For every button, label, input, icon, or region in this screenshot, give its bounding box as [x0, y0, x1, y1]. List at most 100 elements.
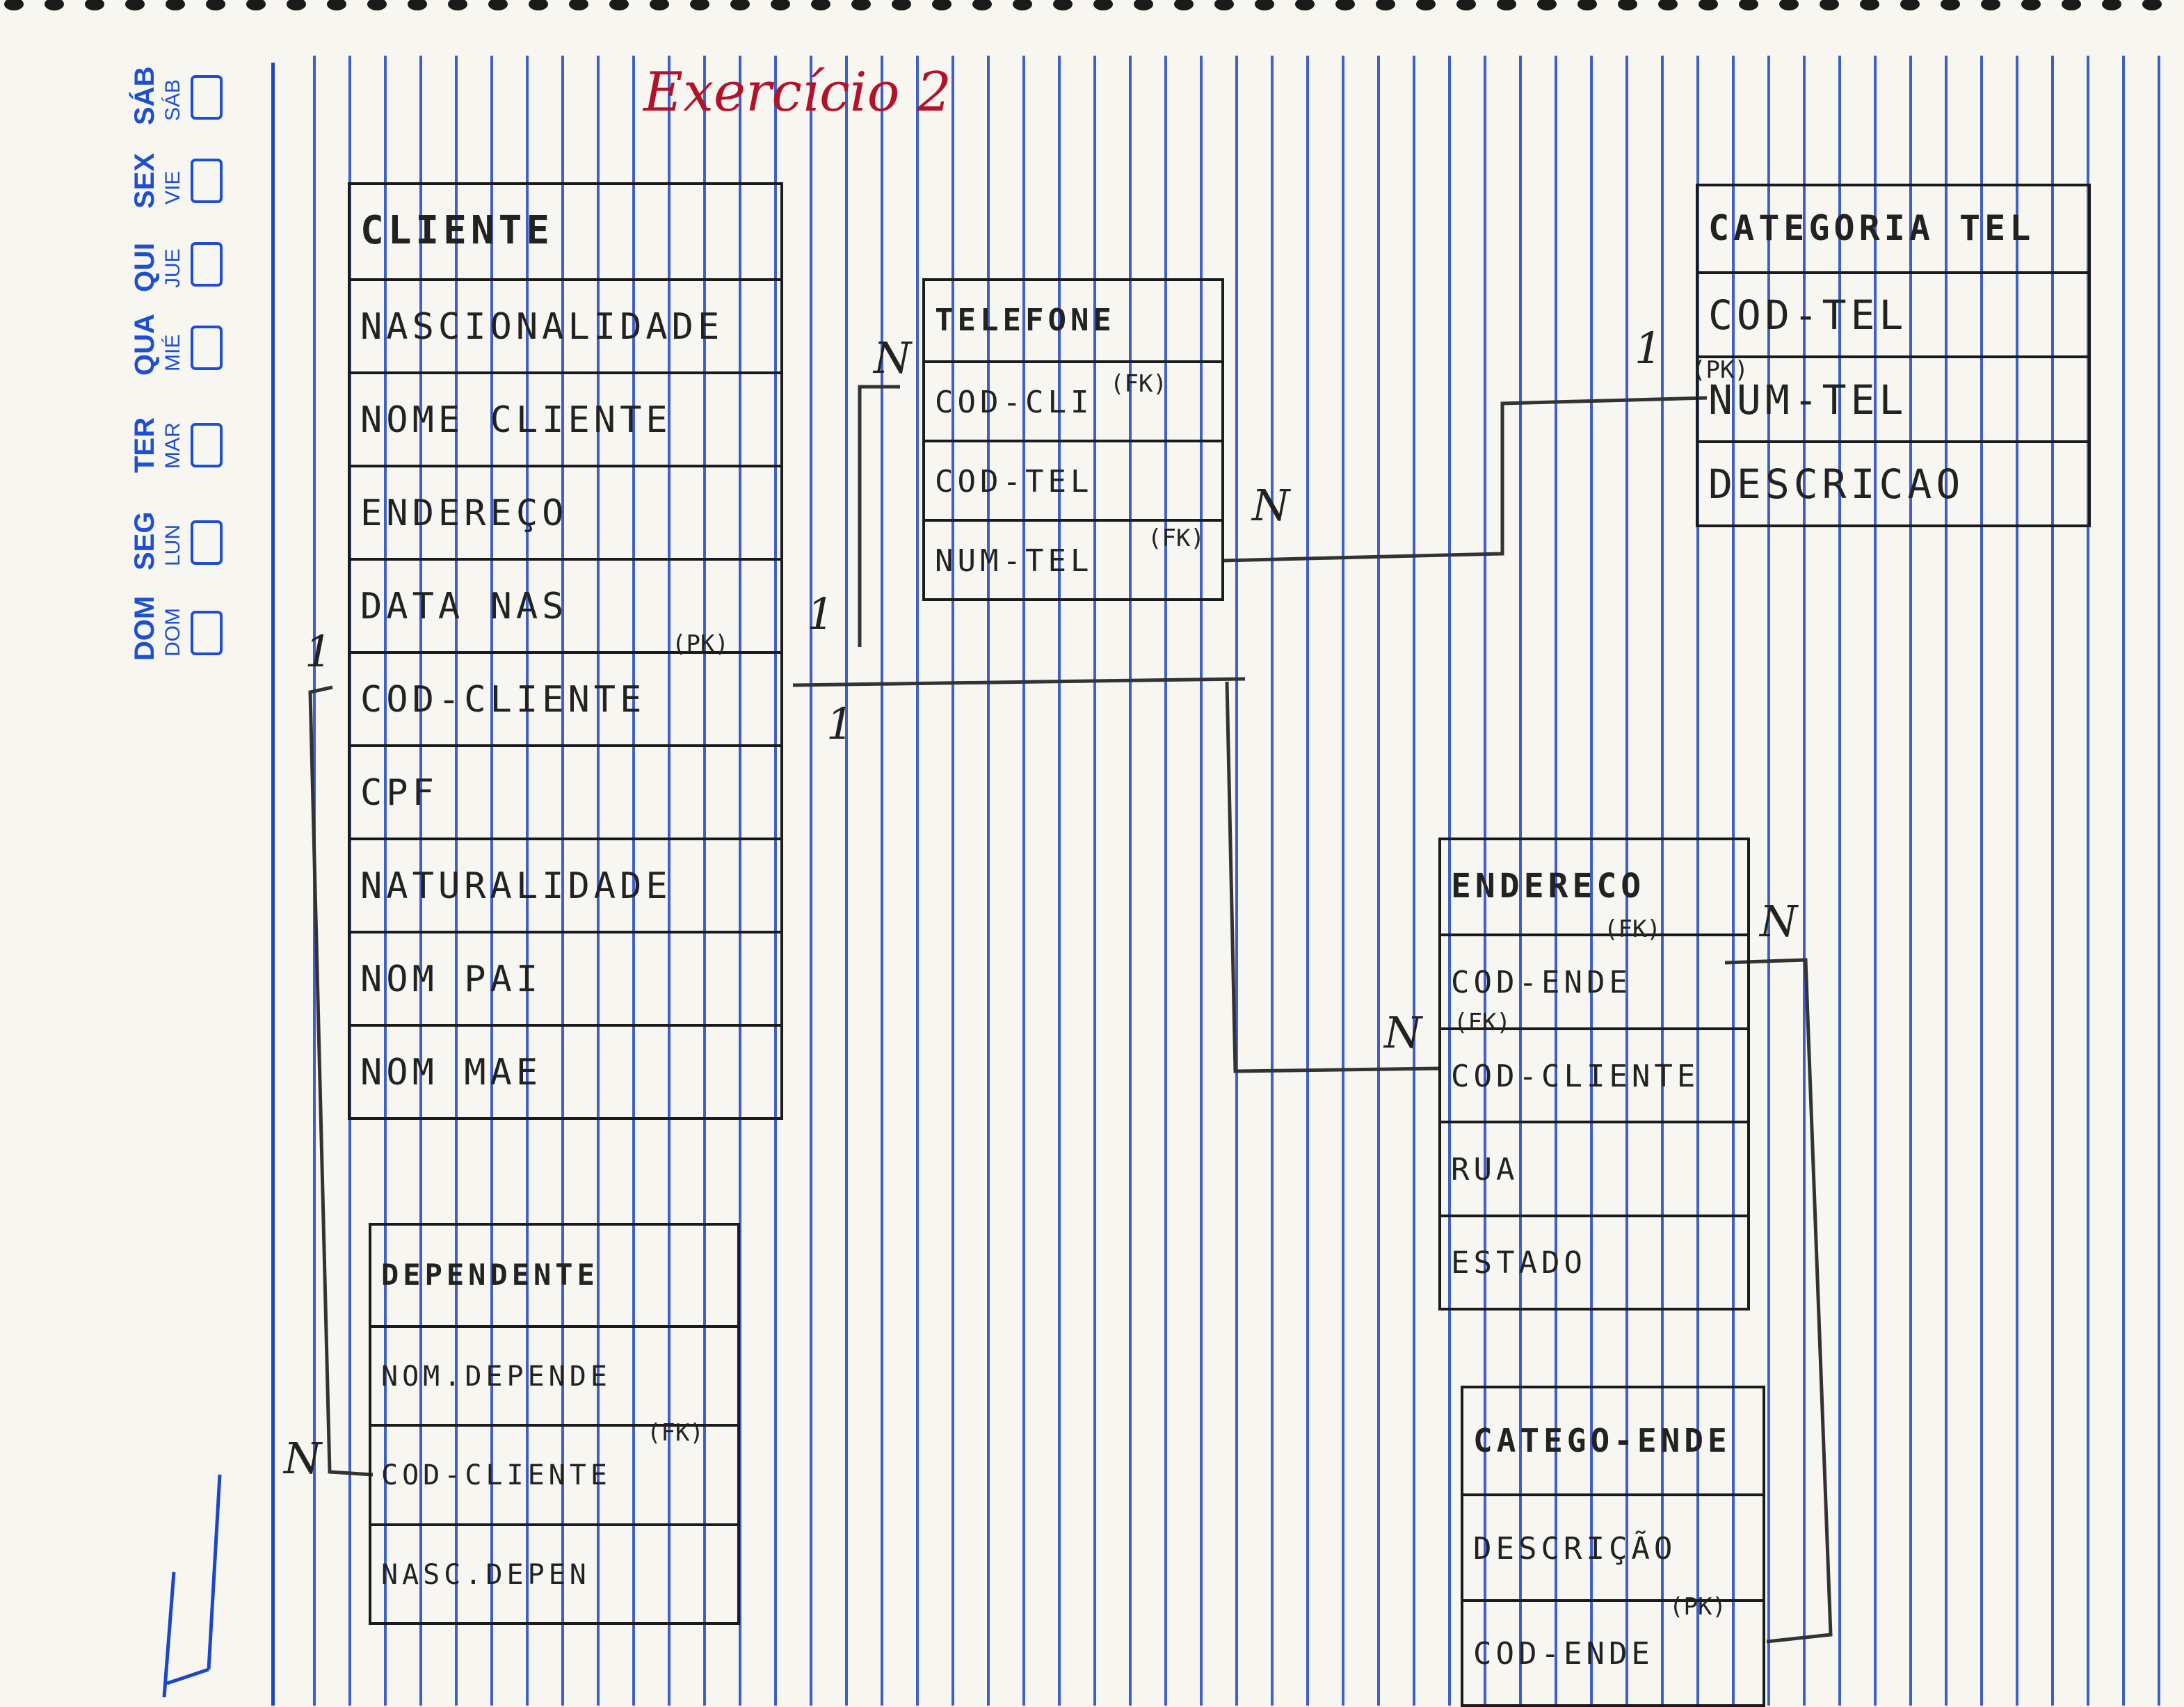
attribute-label: NUM-TEL: [1708, 376, 1908, 424]
ruled-line: [1874, 56, 1877, 1706]
ruled-line: [1590, 56, 1593, 1706]
ruled-line: [1306, 56, 1309, 1706]
entity-attribute-row: NOME CLIENTE: [351, 371, 780, 467]
weekday-checkbox[interactable]: [191, 242, 223, 287]
entity-attribute-row: NASCIONALIDADE: [351, 278, 780, 374]
spiral-hole: [1214, 0, 1234, 10]
spiral-hole: [1416, 0, 1436, 10]
categoria-tel-pk-tag: (PK): [1692, 356, 1749, 384]
spiral-hole: [1295, 0, 1315, 10]
ruled-line: [1022, 56, 1025, 1706]
margin-line: [271, 63, 275, 1706]
entity-title: ENDERECO: [1451, 867, 1646, 906]
weekday-checkbox[interactable]: [191, 520, 223, 565]
spiral-hole: [206, 0, 225, 10]
ruled-line: [2122, 56, 2125, 1706]
weekday-checkbox[interactable]: [191, 159, 223, 203]
spiral-hole: [1053, 0, 1073, 10]
ruled-line: [1058, 56, 1061, 1706]
spiral-hole: [771, 0, 790, 10]
spiral-hole: [1013, 0, 1032, 10]
ruled-line: [2016, 56, 2018, 1706]
ruled-line: [1377, 56, 1380, 1706]
attribute-label: DATA NAS: [360, 585, 568, 627]
card-end-cat-many: N: [1760, 896, 1798, 947]
attribute-label: COD-CLIENTE: [1451, 1058, 1700, 1094]
ruled-line: [1945, 56, 1948, 1706]
weekday-checkbox[interactable]: [191, 326, 223, 370]
ruled-line: [1909, 56, 1912, 1706]
spiral-hole: [1981, 0, 2000, 10]
ruled-line: [845, 56, 848, 1706]
ruled-line: [1484, 56, 1486, 1706]
spiral-hole: [1820, 0, 1839, 10]
ruled-line: [419, 56, 422, 1706]
attribute-label: COD-ENDE: [1451, 965, 1632, 1001]
card-cli-dep-many: N: [284, 1433, 322, 1484]
attribute-label: COD-CLI: [935, 384, 1093, 420]
attribute-label: NATURALIDADE: [360, 865, 672, 907]
entity-attribute-row: NOM.DEPENDE: [371, 1324, 737, 1427]
attribute-label: CPF: [360, 771, 438, 814]
ruled-line: [703, 56, 706, 1706]
weekday-checkbox[interactable]: [191, 611, 223, 655]
rel-cliente-dependente: [308, 685, 374, 1477]
ruled-line: [384, 56, 387, 1706]
ruled-line: [1625, 56, 1628, 1706]
spiral-hole: [1537, 0, 1557, 10]
entity-attribute-row: COD-CLI: [925, 360, 1221, 442]
spiral-hole: [1134, 0, 1153, 10]
endereco-fk-tag-1: (FK): [1604, 915, 1661, 943]
entity-header-row: TELEFONE: [925, 281, 1221, 360]
spiral-hole: [1699, 0, 1718, 10]
spiral-hole: [367, 0, 387, 10]
entity-attribute-row: NASC.DEPEN: [371, 1523, 737, 1626]
ruled-line: [1413, 56, 1415, 1706]
entity-title: CATEGO-ENDE: [1473, 1422, 1731, 1460]
entity-attribute-row: NOM MAE: [351, 1024, 780, 1120]
spiral-binding: [4, 0, 2162, 10]
catego-ende-pk-tag: (PK): [1669, 1593, 1726, 1621]
spiral-hole: [448, 0, 467, 10]
ruled-line: [1555, 56, 1557, 1706]
rel-cliente-endereco: [1225, 681, 1440, 1073]
ruled-line: [1342, 56, 1344, 1706]
ruled-line: [1235, 56, 1238, 1706]
entity-attribute-row: NUM-TEL: [1699, 355, 2088, 443]
weekday-checkbox[interactable]: [191, 75, 223, 120]
entity-header-row: CATEGO-ENDE: [1463, 1388, 1763, 1493]
ruled-line: [1696, 56, 1699, 1706]
rel-telefone-categoria: [1221, 396, 1708, 563]
ruled-line: [1200, 56, 1203, 1706]
rel-cliente-telefone: [792, 677, 1246, 687]
spiral-hole: [690, 0, 709, 10]
entity-attribute-row: NATURALIDADE: [351, 838, 780, 933]
spiral-hole: [1658, 0, 1678, 10]
ruled-line: [1271, 56, 1274, 1706]
ruled-line: [1129, 56, 1132, 1706]
rel-cliente-telefone-branch: [858, 385, 900, 647]
card-cli-tel-many: N: [874, 332, 912, 383]
entity-attribute-row: COD-TEL: [1699, 271, 2088, 359]
spiral-hole: [1456, 0, 1476, 10]
ruled-line: [561, 56, 564, 1706]
attribute-label: NOM.DEPENDE: [381, 1360, 611, 1393]
ruled-line: [1767, 56, 1770, 1706]
ruled-line: [739, 56, 741, 1706]
ruled-line: [2158, 56, 2160, 1706]
spiral-hole: [1779, 0, 1799, 10]
ruled-line: [1838, 56, 1841, 1706]
attribute-label: NASCIONALIDADE: [360, 305, 724, 348]
entity-attribute-row: COD-ENDE: [1441, 933, 1747, 1029]
weekday-checkbox[interactable]: [191, 423, 223, 467]
card-cli-tel-one: 1: [807, 588, 835, 639]
attribute-label: COD-TEL: [935, 463, 1093, 499]
entity-attribute-row: DATA NAS: [351, 558, 780, 654]
ruled-line: [916, 56, 919, 1706]
spiral-hole: [246, 0, 266, 10]
spiral-hole: [730, 0, 750, 10]
